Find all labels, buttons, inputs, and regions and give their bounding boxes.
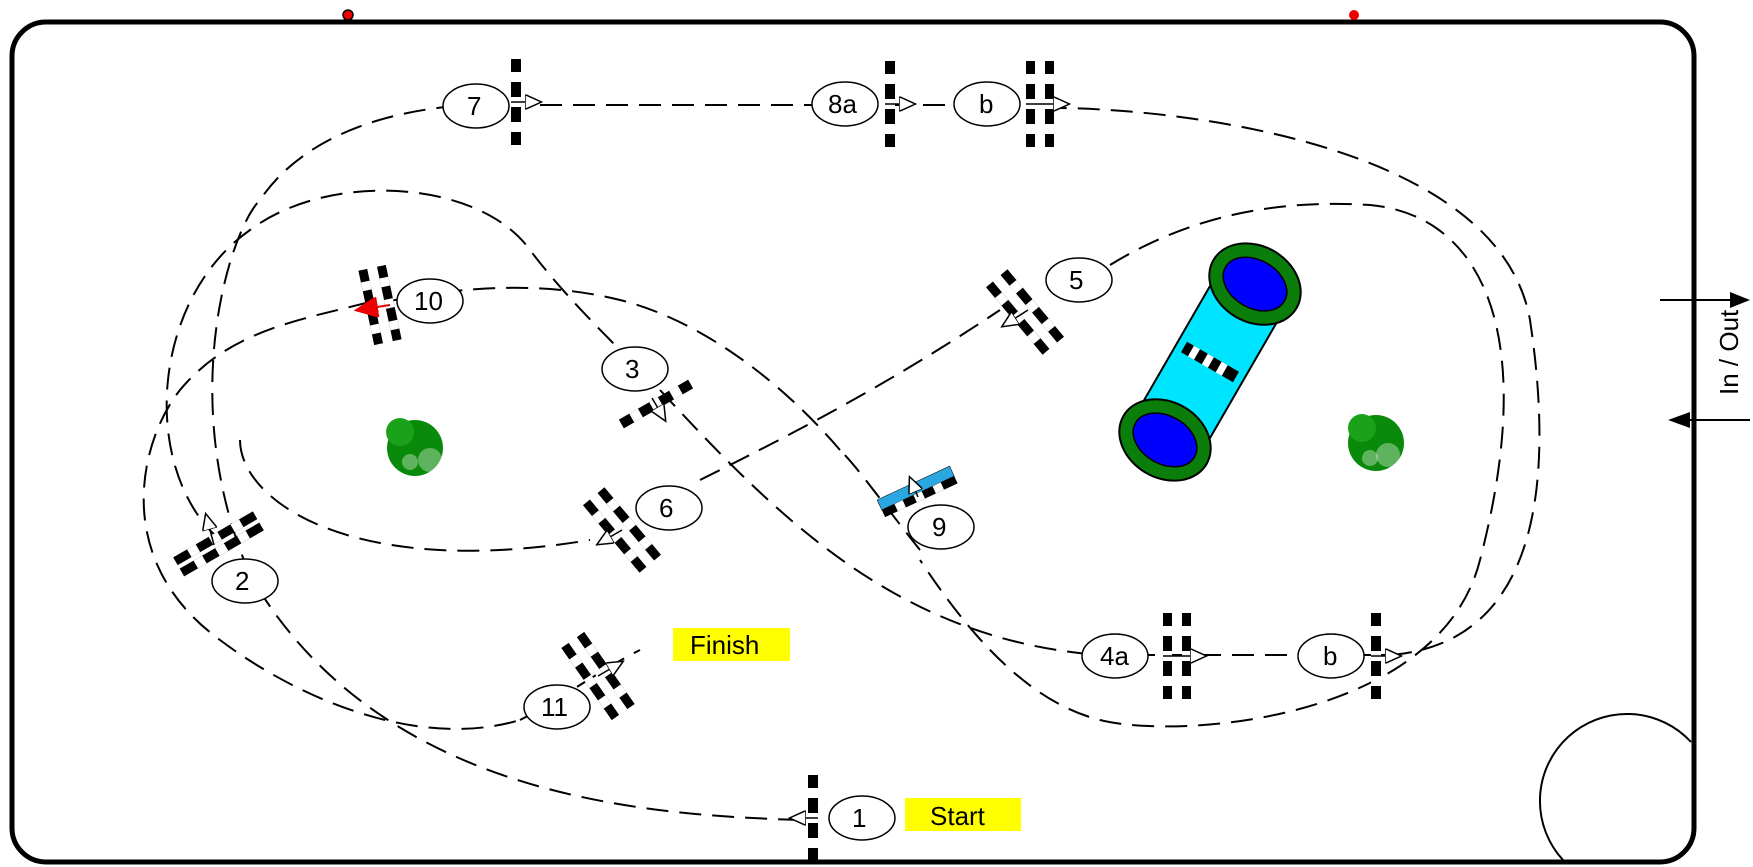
fence-2 — [173, 511, 264, 577]
fence-8a — [885, 61, 914, 147]
fence-7 — [511, 59, 540, 145]
svg-text:5: 5 — [1069, 265, 1083, 295]
in-out-label: In / Out — [1714, 309, 1744, 395]
water-obstacle — [1118, 242, 1302, 482]
fence-8b — [1026, 61, 1068, 147]
start-highlight — [905, 798, 1021, 831]
obstacle-number-1: 1 — [828, 795, 896, 841]
fence-9-arrow — [910, 478, 918, 498]
fence-4b — [1371, 613, 1400, 699]
svg-text:8a: 8a — [828, 89, 857, 119]
fence-10-arrow — [358, 305, 391, 310]
obstacle-number-3: 3 — [601, 346, 669, 392]
fence-4a — [1163, 613, 1205, 699]
obstacle-number-2: 2 — [211, 558, 279, 604]
start-label: Start — [930, 801, 986, 831]
svg-text:b: b — [1323, 641, 1337, 671]
arena-border — [9, 19, 1697, 865]
fence-3-arrow — [652, 397, 665, 420]
svg-text:10: 10 — [414, 286, 443, 316]
obstacle-number-5: 5 — [1045, 257, 1113, 303]
svg-text:4a: 4a — [1100, 641, 1129, 671]
in-out-gate: In / Out — [1660, 292, 1750, 428]
svg-text:1: 1 — [852, 803, 866, 833]
corner-marker-right — [1349, 10, 1359, 20]
bush-right — [1348, 414, 1404, 471]
fence-5-arrow — [1003, 309, 1029, 326]
finish-label: Finish — [690, 630, 759, 660]
fence-11-arrow — [597, 662, 622, 677]
obstacle-number-4b: b — [1297, 633, 1365, 679]
svg-text:6: 6 — [659, 493, 673, 523]
svg-text:11: 11 — [541, 692, 568, 722]
svg-text:7: 7 — [467, 91, 481, 121]
obstacle-number-9: 9 — [907, 504, 975, 550]
fence-6-arrow — [598, 529, 623, 544]
bush-left — [386, 418, 443, 476]
svg-text:b: b — [979, 89, 993, 119]
corner-marker-left — [342, 9, 354, 21]
obstacle-number-6: 6 — [635, 485, 703, 531]
svg-text:3: 3 — [625, 354, 639, 384]
finish-highlight — [673, 628, 790, 661]
svg-text:9: 9 — [932, 512, 946, 542]
course-path — [142, 104, 1541, 821]
judge-circle — [1539, 713, 1692, 861]
obstacle-number-4a: 4a — [1081, 633, 1149, 679]
obstacle-number-11: 11 — [523, 684, 591, 730]
fence-1 — [791, 775, 818, 861]
svg-text:2: 2 — [235, 566, 249, 596]
fence-2-arrow — [206, 515, 214, 546]
obstacle-number-8a: 8a — [811, 81, 879, 127]
obstacle-number-7: 7 — [442, 83, 510, 129]
obstacle-number-10: 10 — [396, 278, 464, 324]
obstacle-number-8b: b — [953, 81, 1021, 127]
fence-10 — [358, 264, 402, 346]
